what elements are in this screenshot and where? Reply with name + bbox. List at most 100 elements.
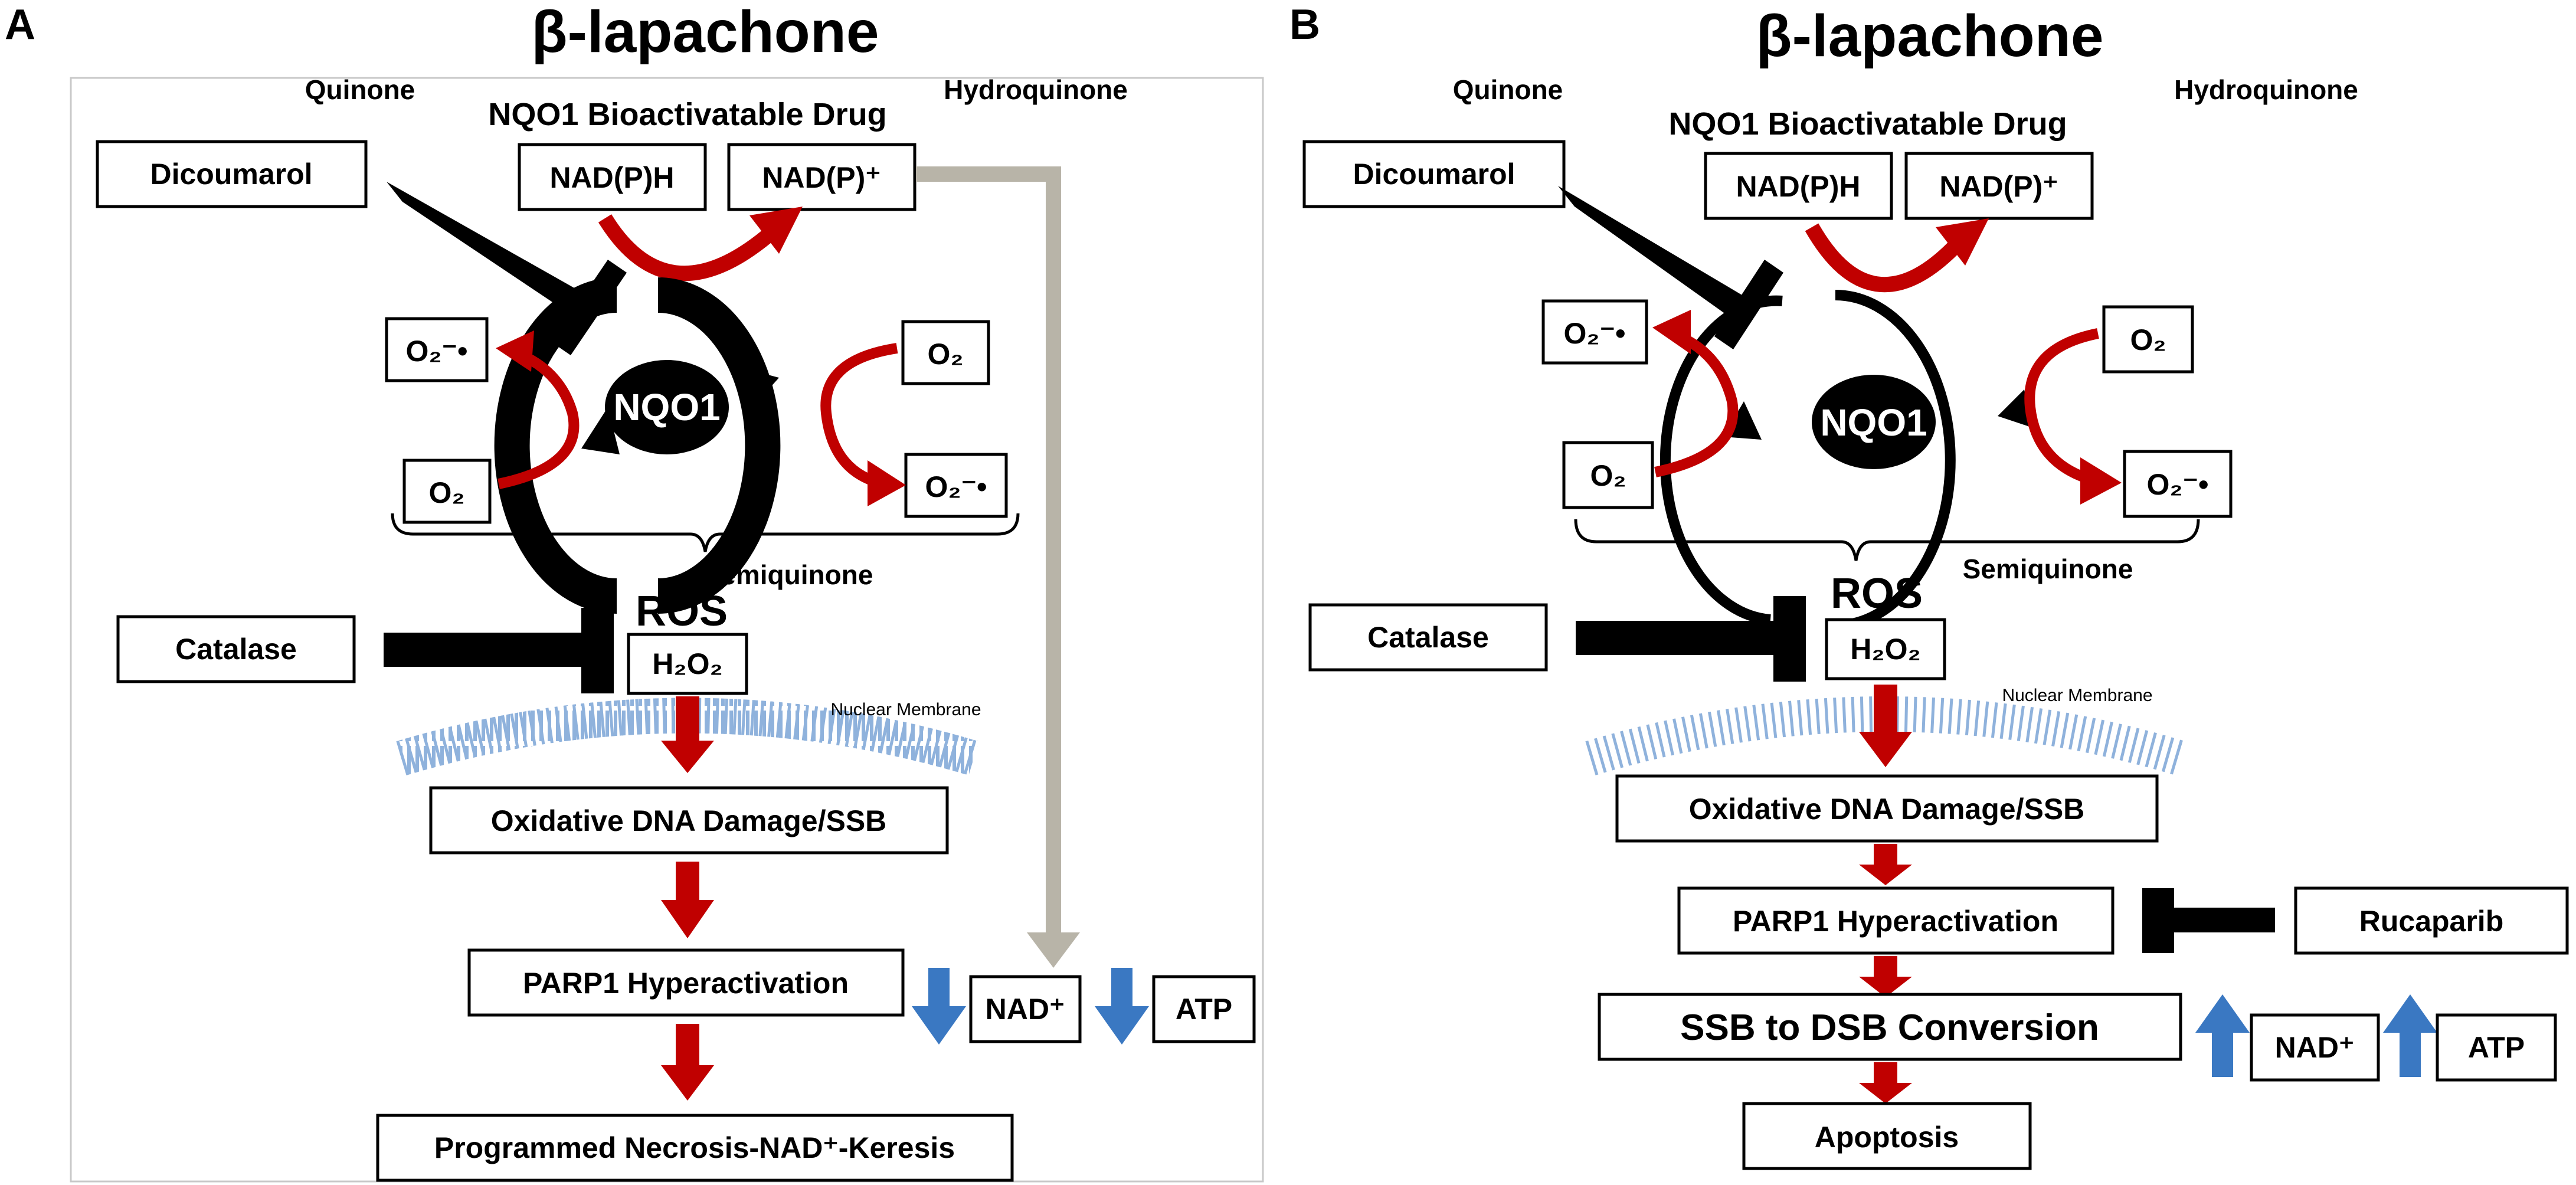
panel-a-nuclear-membrane-label: Nuclear Membrane [830,700,981,719]
panel-a-oxidative-box [429,786,949,855]
panel-b-nadph-box [1704,152,1893,220]
panel-b-cycle-left [1659,295,1783,625]
panel-a-cycle-arrowhead-right [735,366,779,407]
panel-b-ssb-dsb-box [1598,993,2182,1061]
panel-b-apoptosis: Apoptosis [1815,1121,1959,1154]
panel-b-nuclear-membrane [1585,696,2186,775]
panel-b-o2-right-arc [2024,328,2099,483]
panel-a-nqo1: NQO1 [613,386,720,428]
panel-a-brace [391,513,1020,552]
panel-b-ssb-dsb: SSB to DSB Conversion [1680,1007,2099,1048]
panel-a-superoxide-right: O₂⁻• [925,470,987,503]
panel-b-nadp-plus-box [1904,152,2094,220]
panel-b: B β-lapachone Quinone Hydroquinone NQO1 … [1289,1,2569,1170]
panel-a-title: β-lapachone [532,0,879,65]
panel-b-nadp-plus: NAD(P)⁺ [1939,170,2058,203]
panel-a-hydroquinone-label: Hydroquinone [944,74,1128,105]
panel-b-arrow-2 [1859,844,1912,885]
panel-a-blue-arrow-nad [912,968,966,1045]
panel-a-necrosis-box [376,1114,1014,1182]
panel-b-rucaparib: Rucaparib [2359,905,2504,938]
panel-b-nuclear-membrane-label: Nuclear Membrane [2002,686,2152,705]
panel-a-h2o2-box [627,633,748,695]
panel-b-rucaparib-box [2294,886,2569,955]
panel-b-nad-box [2250,1013,2380,1082]
panel-b-superoxide-left: O₂⁻• [1563,317,1625,350]
panel-a-semiquinone: Semiquinone [703,559,873,590]
panel-b-o2-left-arrowhead [1652,310,1691,354]
panel-a-o2-left: O₂ [428,476,464,509]
panel-a-o2-right-arrowhead [868,460,906,506]
panel-b-blue-arrow-atp [2383,994,2437,1077]
panel-a-nadp-plus: NAD(P)⁺ [762,161,881,194]
panel-b-h2o2: H₂O₂ [1850,633,1920,666]
panel-b-nqo1-ellipse [1812,375,1936,469]
panel-a-blue-arrow-atp [1095,968,1149,1045]
panel-b-o2-right: O₂ [2130,323,2166,356]
panel-a-arrow-2 [661,862,714,938]
panel-a-oxidative: Oxidative DNA Damage/SSB [491,804,887,837]
panel-b-cycle-arrowhead-right [1998,389,2033,428]
panel-b-catalase-inhibitor-bar [1576,621,1785,655]
panel-a-cycle-left [494,277,617,614]
panel-b-arrow-1 [1859,685,1912,767]
panel-a-o2-right-arc [820,343,898,486]
panel-a-o2-left-arrowhead [496,330,534,372]
panel-b-ros: ROS [1831,570,1923,617]
panel-b-arrow-4 [1859,1062,1912,1104]
panel-a-superoxide-left: O₂⁻• [405,335,467,368]
panel-b-blue-arrow-nad [2195,994,2250,1077]
panel-a-nad-box [969,975,1082,1043]
panel-b-parp1: PARP1 Hyperactivation [1733,905,2058,938]
panel-a-catalase-inhibitor-cap [581,608,614,693]
panel-a-nadp-plus-box [727,143,917,211]
panel-b-catalase-box [1308,603,1548,672]
panel-b-oxidative: Oxidative DNA Damage/SSB [1689,793,2085,826]
panel-b-catalase-inhibitor-cap [1773,596,1806,682]
panel-b-dicoumarol-box [1302,140,1566,208]
panel-b-o2-right-box [2102,305,2194,374]
panel-a-catalase-box [116,615,356,683]
panel-a-cycle-right [657,277,781,614]
panel-b-parp1-box [1677,886,2115,955]
panel-b-nqo1: NQO1 [1820,401,1927,444]
panel-a-o2-left-arc [497,349,580,489]
panel-a-gray-path [916,166,1061,938]
panel-a-gray-arrowhead [1027,932,1080,968]
panel-b-hydroquinone-label: Hydroquinone [2174,74,2358,105]
panel-a-nadph-arc [598,214,773,281]
panel-b-catalase: Catalase [1367,621,1489,654]
panel-b-superoxide-left-box [1541,299,1648,365]
panel-a-nad: NAD⁺ [986,993,1065,1026]
panel-b-apoptosis-box [1742,1102,2032,1170]
panel-a-arrow-3 [661,1024,714,1101]
panel-b-o2-left: O₂ [1590,459,1626,492]
panel-a-o2-right: O₂ [927,338,963,371]
panel-b-semiquinone: Semiquinone [1963,554,2133,584]
panel-b-dicoumarol: Dicoumarol [1353,158,1515,191]
panel-b-h2o2-box [1825,618,1946,680]
panel-a-o2-left-box [402,459,492,524]
panel-a-o2-right-box [901,320,990,385]
panel-b-title: β-lapachone [1756,3,2104,69]
panel-a-nadph-arrowhead [749,207,803,254]
panel-b-o2-right-arrowhead [2080,457,2122,505]
panel-b-o2-left-box [1562,441,1654,509]
panel-a-dicoumarol: Dicoumarol [150,158,312,191]
panel-b-superoxide-right-box [2123,450,2233,518]
panel-b-nad: NAD⁺ [2275,1031,2355,1064]
panel-b-atp: ATP [2468,1031,2525,1064]
panel-a-necrosis: Programmed Necrosis-NAD⁺-Keresis [434,1131,955,1164]
panel-a-dicoumarol-inhibitor-bar [387,182,593,319]
panel-b-rucaparib-inhibitor-bar [2172,908,2275,932]
panel-a-superoxide-right-box [904,453,1008,518]
panel-a-ros: ROS [636,588,728,635]
panel-b-dicoumarol-inhibitor-bar [1558,186,1748,319]
panel-b-o2-left-arc [1654,331,1739,477]
panel-b-brace [1574,519,2200,561]
panel-a-h2o2: H₂O₂ [652,647,722,680]
panel-a-quinone-label: Quinone [305,74,415,105]
panel-a-catalase-inhibitor-bar [384,633,593,667]
panel-a-nadph-box [518,143,707,211]
